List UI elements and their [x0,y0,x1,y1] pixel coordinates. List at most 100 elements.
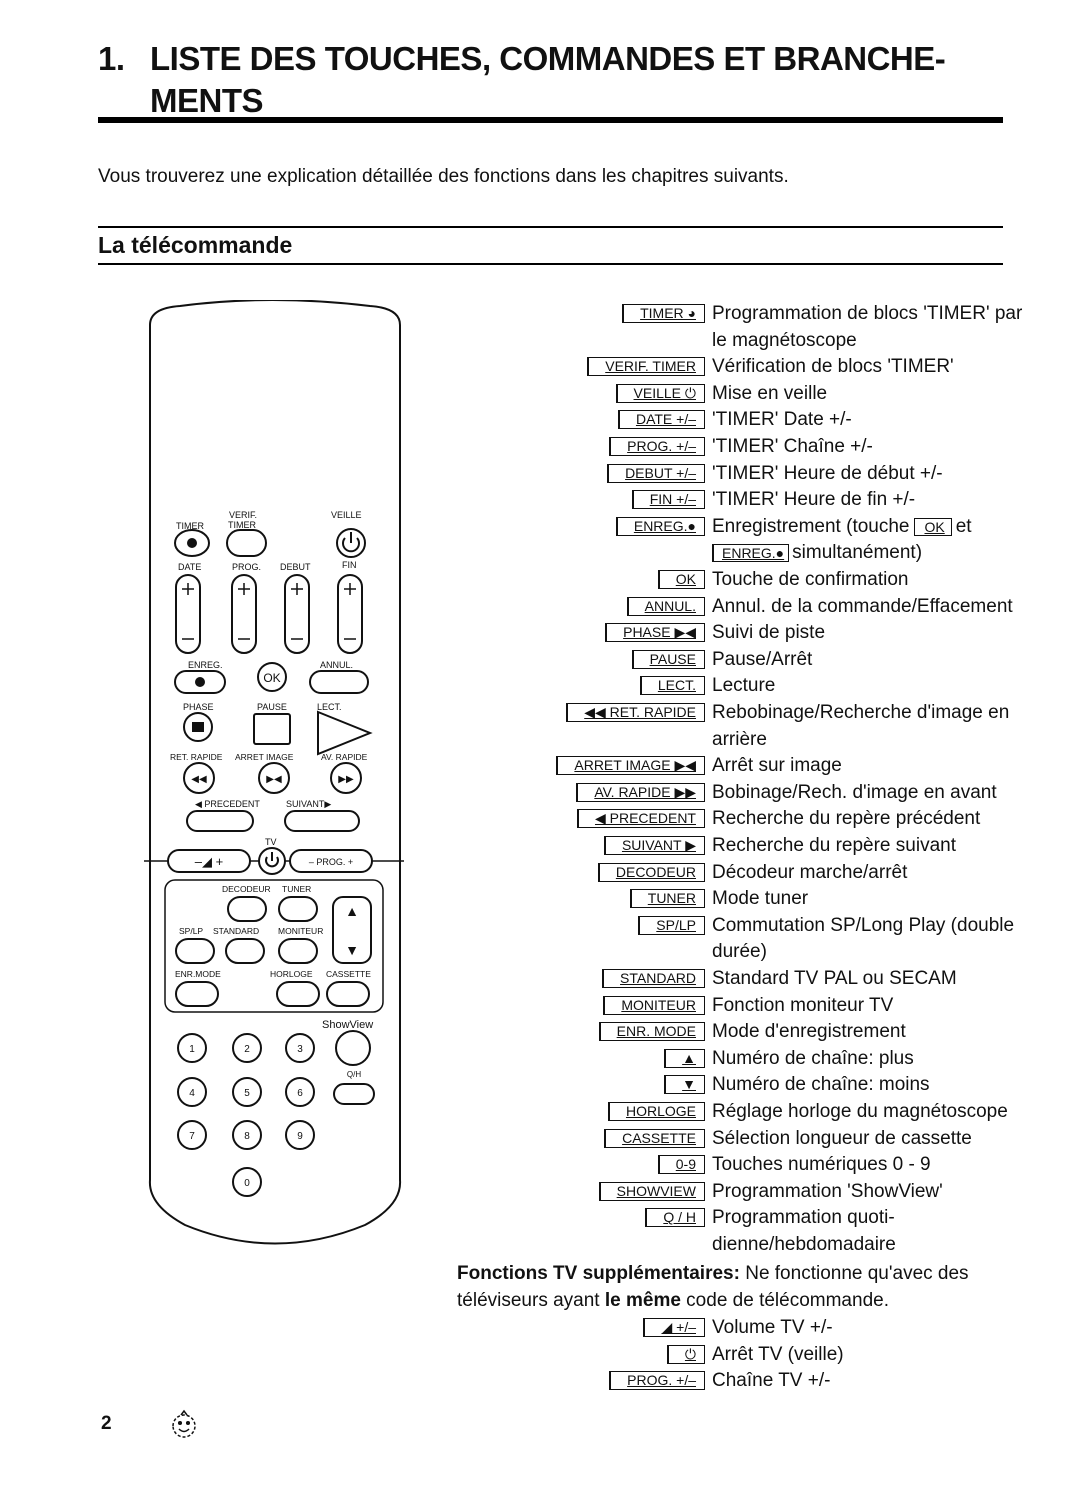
label-lect: LECT. [317,702,342,712]
fin-rocker[interactable] [337,574,363,654]
pause-button[interactable] [253,713,291,745]
description-text: Mise en veille [712,382,828,404]
arret-image-button[interactable] [258,762,290,794]
digit-4-label: 4 [189,1088,195,1099]
key-description: Mise en veille [712,380,827,407]
moniteur-button[interactable] [278,938,318,964]
date-rocker[interactable] [175,574,201,654]
ret-rapide-button[interactable] [183,762,215,794]
digit-5-button[interactable] [232,1077,262,1107]
label-fin: FIN [342,560,357,570]
qh-button[interactable] [333,1083,375,1105]
annul-button[interactable] [309,670,369,694]
channel-rocker[interactable] [332,896,372,964]
description-continuation: dienne/hebdomadaire [712,1231,896,1258]
key-description: 'TIMER' Chaîne +/- [712,433,873,460]
description-text: Recherche du repère suivant [712,835,956,856]
verif-timer-button[interactable] [226,529,267,557]
description-continuation: le magnétoscope [712,327,857,354]
tv-volume-icon: –◢ + [195,854,223,869]
key-verif-timer: VERIF. TIMER [587,357,705,377]
continuation-text: le magnétoscope [712,329,857,351]
av-rapide-button[interactable] [330,762,362,794]
digit-2-button[interactable] [232,1033,262,1063]
description-text: Touche de confirmation [712,569,909,590]
ok-button[interactable] [257,662,287,692]
veille-button[interactable] [336,528,366,558]
key-description: Standard TV PAL ou SECAM [712,965,957,992]
key-description: Bobinage/Rech. d'image en avant [712,779,997,806]
standard-button[interactable] [225,938,265,964]
lect-button[interactable] [317,710,373,756]
supplementary-lead: Fonctions TV supplémentaires: [457,1263,740,1284]
section-rule-bottom [98,263,1003,265]
tv-volume-button[interactable] [167,849,251,873]
remote-control-illustration: TIMER VERIF. TIMER VEILLE DATE PROG. DEB… [144,300,404,1245]
key-ret-rapide: ◀◀ RET. RAPIDE [566,703,705,722]
phase-button[interactable] [183,712,213,742]
continuation-text: arrière [712,728,767,750]
remote-body [148,300,402,1245]
continuation-text: simultanément) [792,542,923,564]
label-date: DATE [178,562,201,572]
plus-minus-rockers [175,574,363,654]
precedent-button[interactable] [186,810,254,832]
description-text: Bobinage/Rech. d'image en avant [712,781,997,803]
key-description: 'TIMER' Date +/- [712,406,852,433]
horloge-button[interactable] [276,981,320,1007]
key-description: 'TIMER' Heure de début +/- [712,460,943,487]
digit-4-button[interactable] [177,1077,207,1107]
tv-prog-button[interactable] [289,849,373,873]
timer-button[interactable] [174,529,210,557]
key-row: TIMER ◕Programmation de blocs 'TIMER' pa… [430,300,1070,327]
decodeur-button[interactable] [227,896,267,922]
description-text: Lecture [712,675,776,697]
key-cassette: CASSETTE [604,1128,705,1148]
digit-8-button[interactable] [232,1120,262,1150]
key-row: PROG. +/–Chaîne TV +/- [430,1367,1070,1394]
tracking-icon [192,722,204,732]
key-av-rapide: AV. RAPIDE ▶▶ [576,782,705,802]
digit-1-button[interactable] [177,1033,207,1063]
smiley-icon [172,1409,196,1438]
inline-key: ENREG.● [712,544,790,563]
splp-button[interactable] [175,938,215,964]
enreg-button[interactable] [174,670,226,694]
key-arret-image: ARRET IMAGE ▶◀ [556,756,705,776]
prog-rocker[interactable] [231,574,257,654]
key-row: PROG. +/– 'TIMER' Chaîne +/- [430,433,1070,460]
still-icon: ▶◀ [266,774,282,785]
digit-3-button[interactable] [285,1033,315,1063]
forward-icon: ▶▶ [338,774,354,785]
key-description: Pause/Arrêt [712,646,812,673]
label-enreg: ENREG. [188,660,223,670]
showview-button[interactable] [335,1030,371,1066]
description-text-after: et [955,515,972,537]
digit-0-label: 0 [244,1178,250,1189]
digit-9-button[interactable] [285,1120,315,1150]
debut-rocker[interactable] [284,574,310,654]
digit-6-button[interactable] [285,1077,315,1107]
suivant-button[interactable] [284,810,360,832]
digit-0-button[interactable] [232,1167,262,1197]
digit-6-label: 6 [297,1088,303,1099]
supplementary-bold: le même [604,1290,681,1311]
description-text: Standard TV PAL ou SECAM [712,968,957,989]
key-description: Recherche du repère suivant [712,832,956,859]
plus-icon [182,583,356,595]
description-text: Suivi de piste [712,622,826,644]
digit-7-button[interactable] [177,1120,207,1150]
key-horloge: HORLOGE [607,1102,705,1121]
supplementary-note: Fonctions TV supplémentaires: Ne fonctio… [457,1260,1017,1314]
tuner-button[interactable] [278,896,318,922]
supplementary-text2: code de télécommande. [680,1290,889,1311]
enrmode-button[interactable] [175,981,219,1007]
label-annul: ANNUL. [320,660,353,670]
down-arrow-icon: ▼ [345,942,359,958]
key-prog: PROG. +/– [609,437,705,456]
cassette-button[interactable] [326,981,370,1007]
